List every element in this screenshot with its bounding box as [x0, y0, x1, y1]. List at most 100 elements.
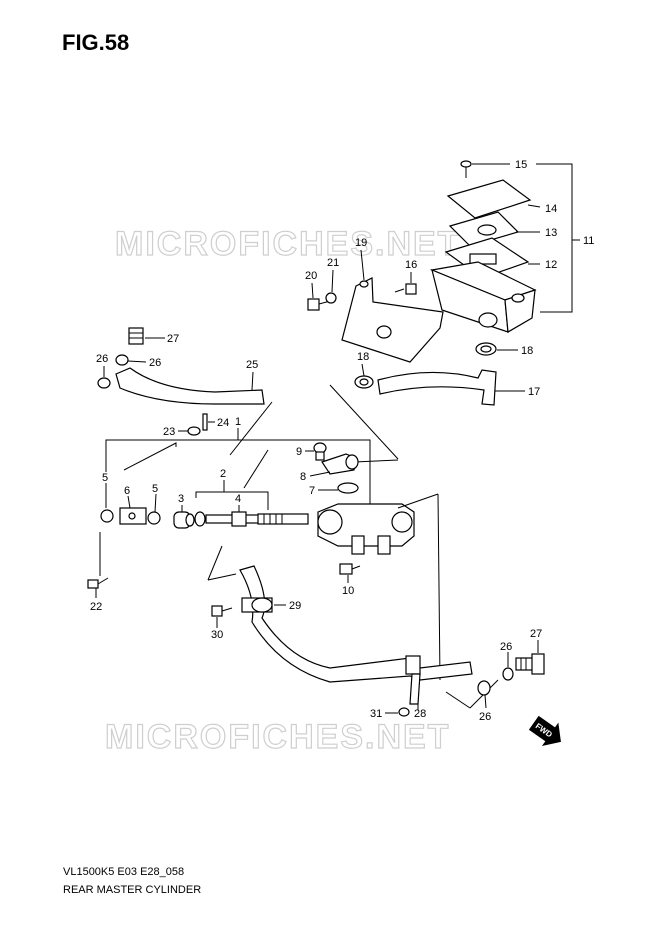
callout-24: 24	[217, 417, 229, 429]
guide-cyl-b	[353, 459, 399, 463]
sheet-title: REAR MASTER CYLINDER	[63, 884, 202, 896]
callout-26-d: 26	[500, 641, 512, 653]
leader-18-lower	[361, 363, 365, 377]
guide-5-6	[123, 442, 177, 471]
callout-30: 30	[211, 629, 223, 641]
brake-hose-25	[115, 367, 265, 405]
callout-18-upper: 18	[521, 345, 533, 357]
leader-25	[251, 371, 254, 391]
callout-22: 22	[90, 601, 102, 613]
clamp-18-upper	[475, 342, 497, 356]
figure-title: FIG.58	[62, 30, 130, 55]
washer-26-c	[477, 680, 491, 696]
callout-14: 14	[545, 203, 557, 215]
leader-21	[331, 269, 334, 293]
clamp-18-lower	[354, 375, 374, 389]
callout-7: 7	[309, 485, 315, 497]
leader-14	[527, 204, 541, 208]
bolt-16	[394, 283, 417, 295]
washer-23	[187, 426, 201, 436]
watermark-top: MICROFICHES.NET	[115, 225, 460, 263]
fwd-arrow-icon: FWD	[528, 715, 561, 746]
callout-27-upper: 27	[167, 333, 179, 345]
circlip-3	[194, 511, 206, 527]
reservoir-plate-hole	[477, 224, 497, 236]
leader-19	[360, 249, 365, 281]
callout-1: 1	[235, 416, 241, 428]
guide-lower-c	[445, 691, 471, 709]
leader-5-right	[154, 493, 157, 513]
reservoir-screw	[460, 160, 472, 178]
callout-31: 31	[370, 708, 382, 720]
reservoir-hose	[377, 369, 497, 406]
callout-18-lower: 18	[357, 351, 369, 363]
washer-26-d	[502, 667, 514, 681]
callout-17: 17	[528, 386, 540, 398]
callout-12: 12	[545, 259, 557, 271]
callout-21: 21	[327, 257, 339, 269]
callout-3: 3	[178, 493, 184, 505]
callout-26-b: 26	[96, 353, 108, 365]
clamp-29	[241, 597, 273, 613]
callout-4: 4	[235, 493, 241, 505]
reservoir-body	[429, 261, 537, 333]
master-cylinder-body	[317, 503, 415, 555]
callout-11: 11	[583, 235, 594, 247]
bolt-22	[87, 577, 109, 589]
boot-3	[173, 511, 195, 529]
callout-9: 9	[296, 446, 302, 458]
callout-25: 25	[246, 359, 258, 371]
callout-28: 28	[414, 708, 426, 720]
callout-13: 13	[545, 227, 557, 239]
hose-fitting-28	[405, 655, 421, 675]
callout-6: 6	[124, 485, 130, 497]
leader-6	[127, 495, 131, 509]
callout-26-c: 26	[479, 711, 491, 723]
bolt-9	[313, 442, 327, 461]
callout-20: 20	[305, 270, 317, 282]
union-bolt-27-lower	[515, 653, 545, 675]
nut-5-right	[147, 511, 161, 525]
callout-5-right: 5	[152, 483, 158, 495]
guide-cyl-c	[397, 493, 439, 509]
watermark-bottom: MICROFICHES.NET	[105, 718, 450, 756]
callout-10: 10	[342, 585, 354, 597]
bolt-31	[398, 707, 410, 717]
o-ring-7	[337, 482, 359, 494]
cotter-pin-24	[202, 413, 208, 431]
callout-27-lower: 27	[530, 628, 542, 640]
callout-29: 29	[289, 600, 301, 612]
callout-16: 16	[405, 259, 417, 271]
washer-21	[325, 292, 337, 304]
lower-hose-28	[239, 565, 473, 683]
reservoir-cap	[446, 179, 532, 219]
callout-5-left: 5	[102, 472, 108, 484]
guide-cyl-a	[329, 384, 399, 460]
callout-19: 19	[355, 237, 367, 249]
connector-8-end	[345, 454, 359, 470]
washer-26-a	[115, 354, 129, 366]
callout-26-a: 26	[149, 357, 161, 369]
leader-26-c	[484, 694, 487, 709]
push-rod-4	[205, 511, 309, 527]
union-bolt-27-upper	[128, 327, 144, 345]
guide-diag-a	[229, 401, 273, 456]
leader-20	[311, 282, 314, 299]
callout-8: 8	[300, 471, 306, 483]
guide-lower-b	[207, 573, 237, 581]
callout-23: 23	[163, 426, 175, 438]
guide-lower-a	[207, 545, 223, 581]
hose-drop-28	[409, 673, 421, 705]
callout-15: 15	[515, 159, 527, 171]
bolt-30	[211, 605, 233, 617]
callout-2: 2	[220, 468, 226, 480]
reservoir-bracket	[341, 277, 444, 363]
nut-5-left	[100, 509, 114, 523]
bracket-2	[195, 491, 269, 510]
leader-8	[309, 471, 331, 477]
guide-diag-b	[243, 449, 269, 489]
washer-26-b	[97, 377, 111, 389]
bracket-11	[536, 163, 573, 313]
leader-26-a	[127, 360, 147, 363]
clevis-6	[119, 507, 147, 525]
